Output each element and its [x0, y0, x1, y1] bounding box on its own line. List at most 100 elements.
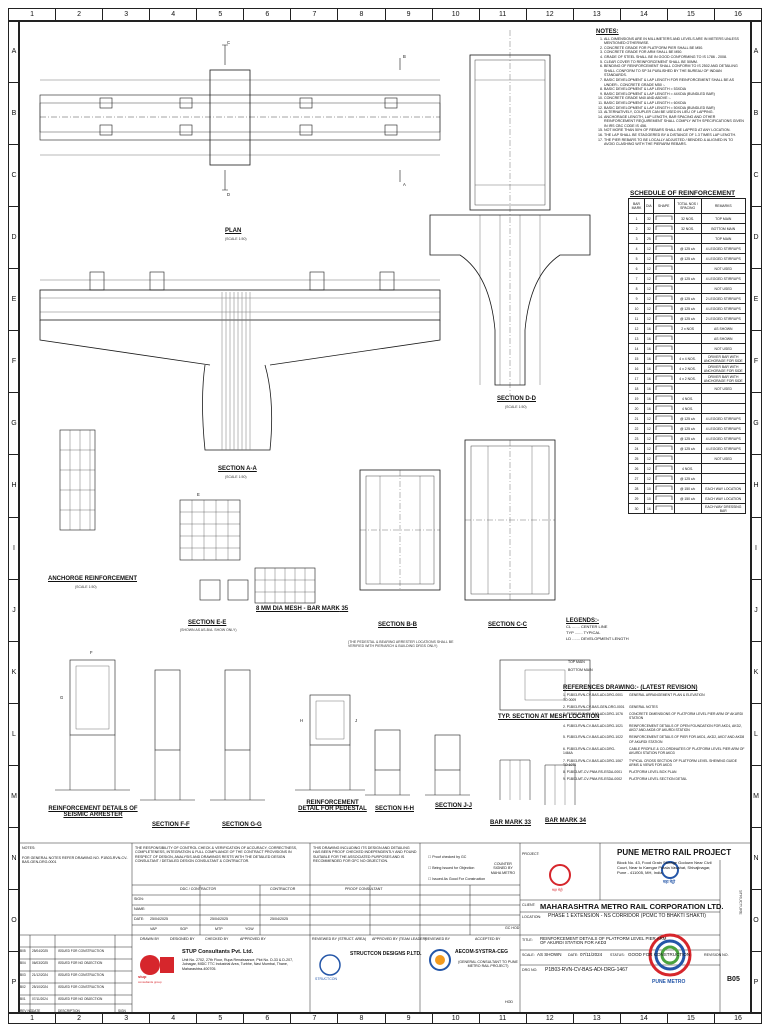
section-hh-label: SECTION H-H: [375, 806, 414, 812]
section-hh-view: [365, 729, 410, 796]
reference-description: TYPICAL CROSS SECTION OF PLATFORM LEVEL …: [629, 758, 738, 767]
section-ee-view: [179, 499, 241, 561]
plan-scale: (SCALE 1:50): [225, 237, 247, 241]
bar-shape-icon: [655, 235, 672, 240]
cut-marker-e: E: [197, 492, 200, 497]
tb-reviewed-by: REVIEWED BY (STRUCT. AREA): [312, 937, 367, 941]
reference-row: 7. P1B03-RVN-CV-BAS-ADI-DRG-1067 TO 1075…: [563, 759, 745, 768]
ruler-row-label: H: [9, 455, 19, 518]
note-item: CONCRETE GRADE M40 AND ABOVE :-: [604, 96, 744, 101]
schedule-cell: 32 NOS.: [673, 213, 702, 224]
schedule-cell: NOT USED: [700, 383, 747, 394]
drawing-title: REINFORCEMENT DETAILS OF PLATFORM LEVEL …: [540, 936, 667, 946]
schedule-cell: @ 150 c/c: [673, 493, 702, 504]
location-label: LOCATION:: [522, 915, 542, 919]
section-cc-label: SECTION C-C: [488, 622, 527, 628]
schedule-cell: [700, 463, 747, 474]
schedule-cell: 27: [627, 473, 646, 484]
schedule-cell: 19: [627, 393, 646, 404]
client-name: MAHARASHTRA METRO RAIL CORPORATION LTD.: [540, 902, 724, 911]
tb-name-2: SGP: [180, 927, 188, 931]
tb-date-3: 25/04/2025: [270, 917, 288, 921]
schedule-cell: 12: [644, 423, 654, 434]
schedule-cell: 1: [627, 213, 646, 224]
reference-number: 4. P1B03-RVN-CV-BAS-ADI-DRG-1021: [563, 723, 623, 728]
plan-view: [39, 44, 441, 191]
schedule-cell: [673, 333, 702, 344]
notes-list: ALL DIMENSIONS ARE IN MILLIMETERS AND LE…: [596, 37, 744, 147]
schedule-cell: 10: [627, 303, 646, 314]
typ-section-label: TYP. SECTION AT MESH LOCATION: [498, 714, 600, 720]
schedule-cell: 12: [644, 443, 654, 454]
schedule-cell: 4 LEGGED STIRRUPS: [700, 243, 747, 254]
section-bb-label: SECTION B-B: [378, 622, 417, 628]
ruler-column-label: 11: [480, 9, 527, 21]
schedule-cell: @ 125 c/c: [673, 423, 702, 434]
schedule-cell: 15: [627, 353, 646, 364]
revision-cell: ISSUED FOR NO OBJECTION: [58, 961, 103, 965]
drawing-frame: [18, 20, 752, 1014]
schedule-cell: 4 x 2 NOS.: [673, 363, 702, 374]
schedule-cell: 16: [644, 383, 654, 394]
tb-approved-by-2: APPROVED BY (TEAM LEADER): [372, 937, 427, 941]
reference-description: REINFORCEMENT DETAILS OF OPEN FOUNDATION…: [629, 723, 742, 733]
client-label: CLIENT:: [522, 903, 536, 907]
ruler-row-label: P: [753, 978, 759, 986]
section-dd-label: SECTION D-D: [497, 396, 536, 402]
reference-row: 4. P1B03-RVN-CV-BAS-ADI-DRG-1021 REINFORC…: [563, 724, 745, 733]
ruler-row-label: N: [9, 828, 19, 890]
schedule-cell: 12: [644, 253, 654, 264]
schedule-cell: [652, 313, 675, 324]
ruler-row-label: J: [9, 580, 19, 642]
note-item: BENDING OF REINFORCEMENT SHALL CONFORM T…: [604, 64, 744, 78]
note-item: BASIC DEVELOPMENT & LAP LENGTH = 60XDIA: [604, 101, 744, 106]
bar-shape-icon: [655, 265, 672, 270]
revision-cell: ISSUED FOR CONSTRUCTION: [58, 949, 105, 953]
tb-name-label: NAME:: [134, 907, 146, 911]
schedule-cell: [673, 343, 702, 354]
reference-number: 8. P1B03-MT-CV-PNM-RS-ESDA-0001: [563, 770, 622, 775]
schedule-cell: [652, 243, 675, 254]
ruler-row-label: P: [11, 978, 17, 986]
schedule-cell: @ 125 c/c: [673, 273, 702, 284]
tb-date-1: 25/04/2025: [150, 917, 168, 921]
stup-logo-tag: consultants group: [138, 980, 162, 984]
revision-cell: 07/11/2024: [32, 997, 48, 1001]
schedule-cell: 8: [627, 283, 646, 294]
schedule-cell: [652, 383, 675, 394]
ruler-row-label: J: [751, 580, 761, 642]
section-cc-view: [464, 439, 556, 601]
ruler-column-label: 10: [433, 1013, 480, 1023]
ruler-column-label: 1: [9, 1013, 57, 1023]
schedule-cell: BOTTOM MAIN: [700, 223, 747, 234]
schedule-cell: [673, 383, 702, 394]
drg-number: P1B03-RVN-CV-BAS-ADI-DRG-1467: [545, 967, 628, 973]
schedule-cell: 20: [627, 403, 646, 414]
cut-marker-b: B: [403, 54, 406, 59]
reference-number: 7. P1B03-RVN-CV-BAS-ADI-DRG-1067 TO 1075: [563, 758, 623, 767]
note-item: ALTERNATIVELY, COUPLER CAN BE USED IN LI…: [604, 110, 744, 115]
ruler-column-label: 7: [291, 1013, 339, 1023]
revision-cell: B04: [20, 961, 26, 965]
schedule-cell: 12: [644, 413, 654, 424]
section-dd-view: [429, 30, 591, 395]
reference-description: GENERAL ARRANGEMENT PLAN & ELEVATION: [629, 693, 705, 698]
bar-shape-icon: [655, 425, 672, 430]
revision-cell: B02: [20, 985, 26, 989]
bar-34-number: 34: [579, 818, 587, 824]
schedule-header-cell: REMARKS: [700, 198, 747, 214]
schedule-cell: 9: [627, 293, 646, 304]
ruler-column-label: 8: [338, 9, 386, 21]
schedule-cell: [652, 303, 675, 314]
schedule-header-cell: DIA: [644, 198, 654, 214]
ruler-column-label: 13: [574, 9, 621, 21]
ruler-column-label: 16: [734, 11, 742, 18]
revision-header-cell: SIGN: [118, 1009, 126, 1013]
status-label: STATUS:: [610, 953, 625, 957]
